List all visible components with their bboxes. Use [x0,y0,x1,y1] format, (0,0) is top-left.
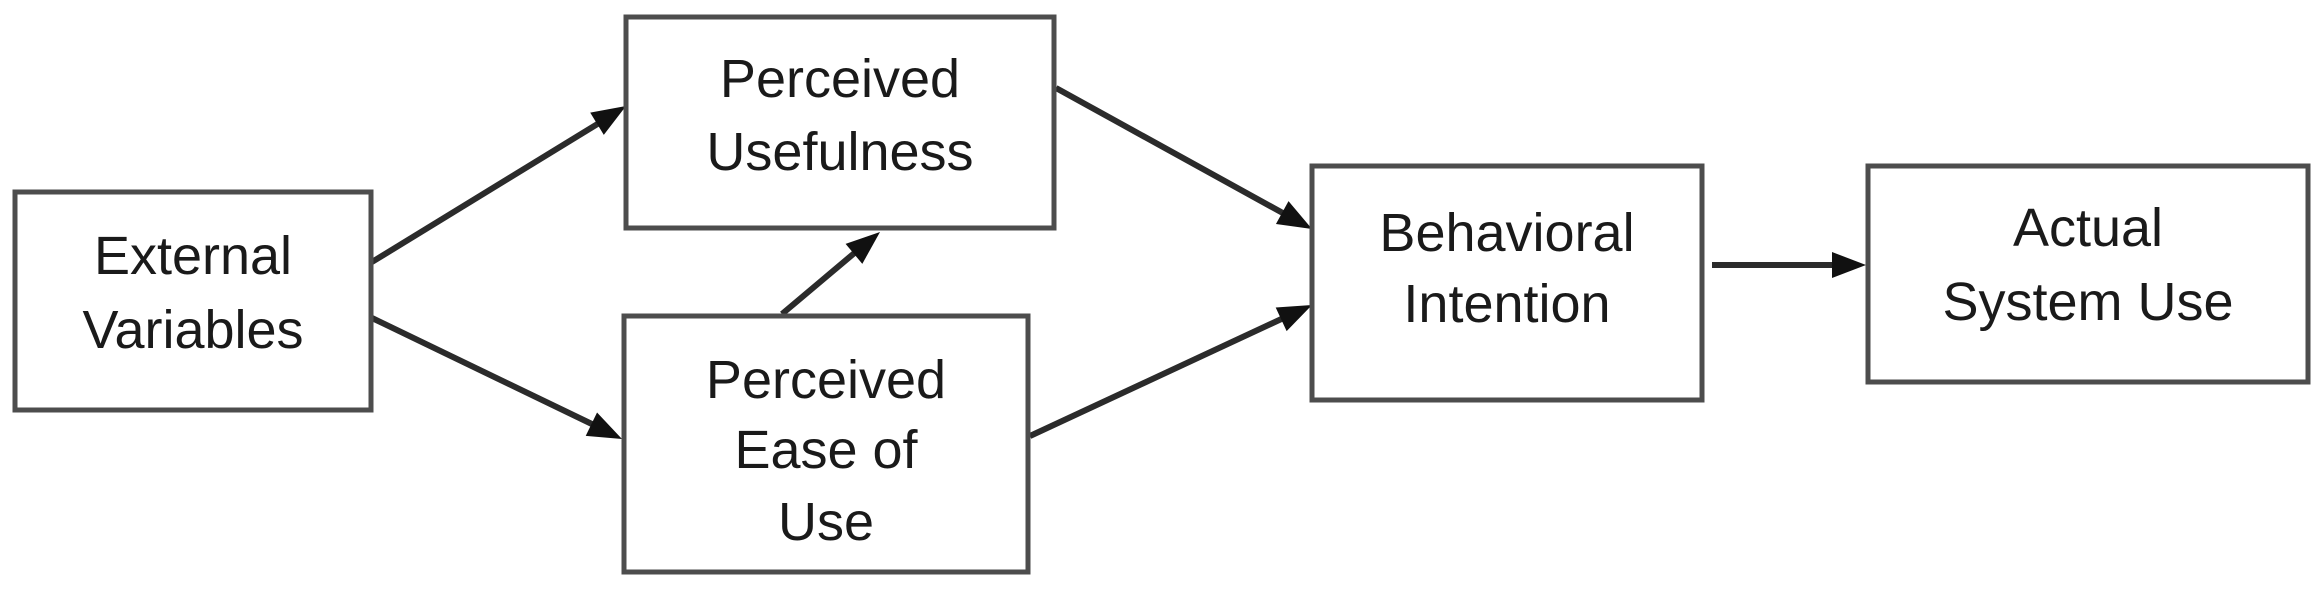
edge-ease-of-use-to-usefulness [780,232,880,317]
node-label: Perceived [706,350,946,410]
node-label: Ease of [734,420,918,480]
node-label: System Use [1942,272,2233,332]
node-actual-system-use: Actual System Use [1865,163,2311,385]
node-external-variables: External Variables [12,189,374,413]
arrowhead-icon [1275,305,1312,332]
edges [370,85,1866,439]
node-behavioral-intention: Behavioral Intention [1309,163,1705,403]
node-label: External [94,226,292,286]
arrowhead-icon [845,232,880,264]
arrowhead-icon [590,106,626,135]
node-label: Variables [82,300,303,360]
node-label: Perceived [720,49,960,109]
node-perceived-usefulness: Perceived Usefulness [623,14,1057,231]
edge-intention-to-actual-use [1712,252,1866,278]
node-label: Usefulness [706,122,973,182]
arrowhead-icon [1832,252,1866,278]
edge-external-to-ease-of-use [370,315,622,439]
arrowhead-icon [1275,201,1312,229]
node-label: Behavioral [1379,203,1634,263]
node-perceived-ease-of-use: Perceived Ease of Use [621,313,1031,575]
node-label: Intention [1403,274,1610,334]
edge-ease-of-use-to-intention [1028,305,1312,439]
arrowhead-icon [585,412,622,439]
node-label: Use [778,492,874,552]
edge-usefulness-to-intention [1054,85,1312,229]
node-label: Actual [2013,198,2163,258]
edge-external-to-usefulness [370,106,626,265]
